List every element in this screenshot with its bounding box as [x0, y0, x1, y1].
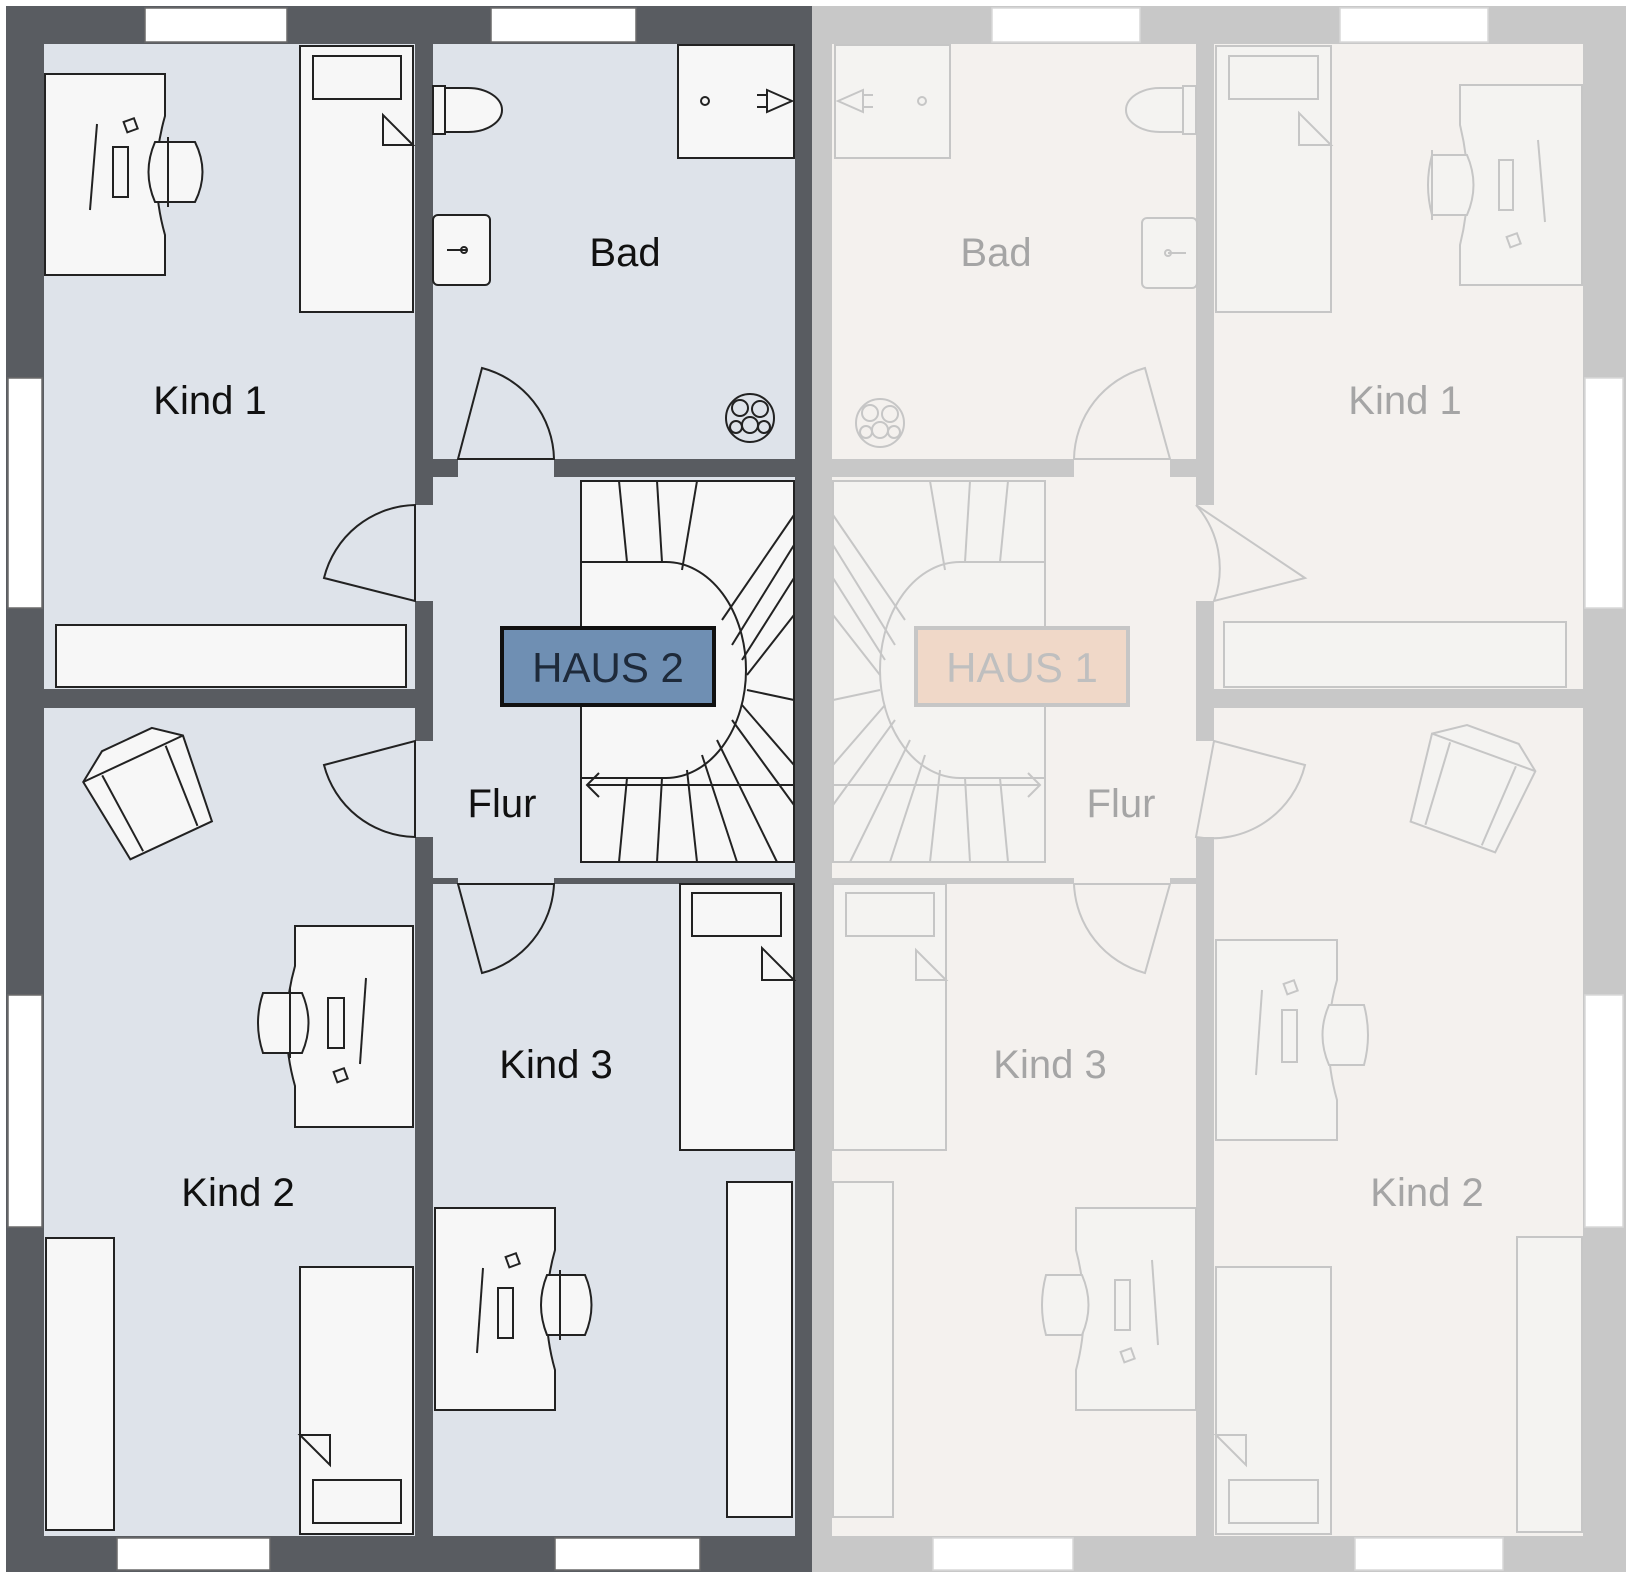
window-icon — [7, 994, 43, 1228]
haus-2-door-gap-1 — [415, 505, 433, 601]
window-icon — [1584, 377, 1624, 609]
desk-icon — [434, 1207, 556, 1411]
toilet-icon — [1125, 85, 1197, 135]
plant-icon — [855, 398, 905, 448]
window-icon — [991, 7, 1141, 43]
bed-icon — [1215, 45, 1334, 313]
haus-1-badge — [914, 626, 1130, 707]
desk-icon — [44, 73, 166, 276]
haus-1-plan: HAUS 1 — [812, 6, 1626, 1572]
haus-2-badge — [500, 626, 716, 707]
wardrobe-icon — [1516, 1236, 1583, 1533]
office-chair-icon — [1321, 1004, 1369, 1066]
haus-2-room-kind3: Kind 3 — [499, 1043, 612, 1087]
wardrobe-icon — [55, 624, 407, 688]
haus-1-room-kind2: Kind 2 — [1370, 1171, 1483, 1215]
window-icon — [144, 7, 288, 43]
door-swing-icon — [322, 366, 556, 975]
door-swing-icon — [1072, 366, 1308, 975]
haus-1-door-gap-4 — [1074, 866, 1170, 884]
office-chair-icon — [257, 988, 310, 1058]
office-chair-icon — [1427, 150, 1475, 220]
bed-icon — [297, 1266, 414, 1535]
haus-2-room-kind1: Kind 1 — [153, 379, 266, 423]
wardrobe-icon — [832, 1181, 894, 1518]
window-icon — [554, 1537, 701, 1571]
haus-2-door-gap-4 — [458, 866, 554, 884]
shower-icon — [834, 44, 951, 159]
shower-icon — [677, 44, 795, 159]
haus-2-room-bad: Bad — [589, 231, 660, 275]
haus-2-door-gap-3 — [458, 459, 554, 477]
wardrobe-icon — [1223, 621, 1567, 688]
bed-icon — [832, 883, 949, 1151]
desk-icon — [1075, 1207, 1197, 1411]
haus-1-room-flur: Flur — [1087, 782, 1156, 826]
window-icon — [1339, 7, 1489, 43]
window-icon — [490, 7, 637, 43]
haus-2-badge-label: HAUS 2 — [532, 644, 684, 691]
haus-1-room-kind1: Kind 1 — [1348, 379, 1461, 423]
haus-1-door-gap-3 — [1074, 459, 1170, 477]
wardrobe-icon — [45, 1237, 115, 1531]
bed-icon — [1213, 1266, 1332, 1535]
toilet-icon — [432, 85, 503, 135]
wardrobe-icon — [726, 1181, 793, 1518]
window-icon — [932, 1537, 1074, 1571]
haus-1-room-kind3: Kind 3 — [993, 1043, 1106, 1087]
bed-icon — [299, 45, 416, 313]
desk-icon — [1215, 939, 1338, 1141]
window-icon — [1584, 994, 1624, 1228]
bed-icon — [679, 883, 797, 1151]
plant-icon — [725, 393, 775, 443]
haus-2-room-flur: Flur — [468, 782, 537, 826]
haus-1-badge-label: HAUS 1 — [946, 644, 1098, 691]
armchair-icon — [82, 726, 214, 861]
window-icon — [7, 377, 43, 609]
haus-2-room-kind2: Kind 2 — [181, 1171, 294, 1215]
armchair-icon — [1409, 724, 1537, 854]
sink-icon — [432, 214, 491, 286]
office-chair-icon — [1041, 1274, 1090, 1336]
sink-icon — [1141, 217, 1198, 289]
desk-icon — [1459, 84, 1583, 286]
haus-2-door-gap-2 — [415, 741, 433, 837]
window-icon — [1354, 1537, 1504, 1571]
office-chair-icon — [540, 1270, 593, 1340]
office-chair-icon — [147, 137, 204, 207]
window-icon — [116, 1537, 271, 1571]
haus-1-room-bad: Bad — [960, 231, 1031, 275]
haus-1-door-gap-1 — [1196, 505, 1214, 601]
haus-2-plan: HAUS 2 — [6, 6, 812, 1572]
